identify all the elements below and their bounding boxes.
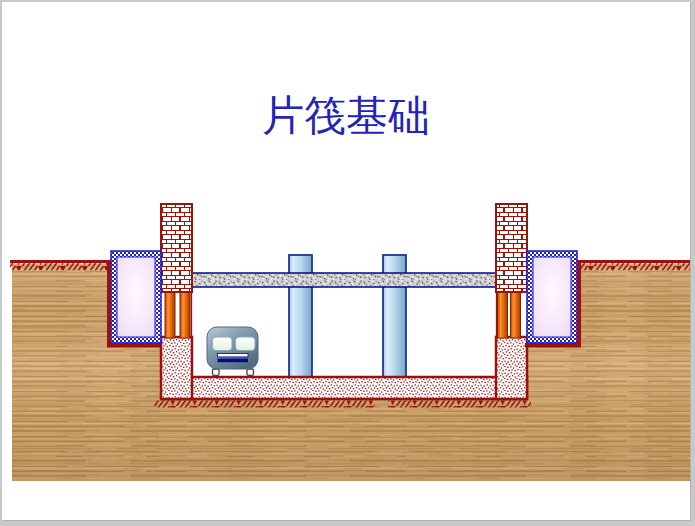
dampproof-bars-right bbox=[497, 292, 521, 339]
ground-floor-slab bbox=[192, 273, 496, 287]
brick-wall-right bbox=[496, 204, 527, 292]
foundation-wall-right bbox=[496, 337, 527, 399]
window-well-right bbox=[525, 251, 581, 348]
dampproof-bars-left bbox=[165, 292, 191, 339]
brick-wall-left bbox=[161, 204, 192, 292]
window-well-left bbox=[107, 251, 162, 348]
vehicle-icon bbox=[207, 327, 258, 376]
raft-floor-slab bbox=[162, 377, 527, 399]
ground-line-left bbox=[10, 260, 107, 270]
foundation-wall-left bbox=[161, 337, 192, 399]
underfloor-hatch bbox=[154, 401, 531, 408]
ground-line-right bbox=[581, 260, 690, 270]
